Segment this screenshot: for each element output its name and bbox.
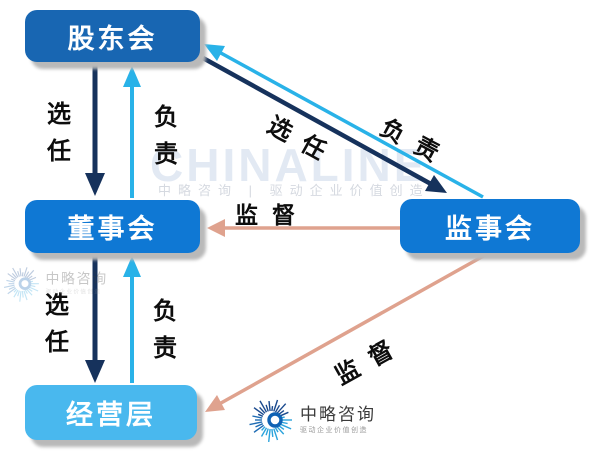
arrow-board-to-management [85, 255, 105, 383]
edge-label-report-management-board: 负责 [153, 298, 177, 362]
node-supervisory: 监事会 [400, 199, 580, 253]
arrow-supervisory-to-management [205, 252, 488, 412]
watermark-logo-text: 中略咨询 驱动企业价值创造 [45, 271, 107, 296]
edge-label-appoint-shareholders-board: 选任 [47, 101, 71, 165]
watermark-tagline-text: 中略咨询 | 驱动企业价值创造 [158, 183, 430, 198]
watermark-logo: 中略咨询 驱动企业价值创造 [2, 264, 108, 303]
company-logo: 中略咨询 驱动企业价值创造 [247, 396, 376, 444]
watermark-logo-tagline: 驱动企业价值创造 [45, 289, 102, 296]
arrow-supervisory-to-board [207, 219, 400, 237]
node-shareholders: 股东会 [25, 10, 200, 62]
company-logo-text: 中略咨询 驱动企业价值创造 [300, 405, 376, 435]
edge-label-supervise-supervisory-board: 监督 [235, 202, 309, 228]
arrow-supervisory-to-shareholders [204, 44, 484, 199]
arrow-board-to-shareholders [123, 66, 141, 198]
node-management: 经营层 [25, 385, 197, 440]
arrow-management-to-board [123, 256, 141, 383]
edge-label-report-board-shareholders: 负责 [154, 104, 178, 168]
watermark-brand-text: CHINALINE [150, 139, 428, 191]
edge-label-appoint-board-management: 选任 [45, 292, 69, 356]
company-logo-tagline: 驱动企业价值创造 [300, 427, 368, 434]
watermark-logo-name: 中略咨询 [45, 271, 108, 287]
logo-starburst-icon [249, 399, 292, 442]
arrow-shareholders-to-board [85, 63, 105, 196]
arrow-shareholders-to-supervisory [201, 56, 447, 193]
company-logo-name: 中略咨询 [300, 405, 376, 424]
logo-starburst-icon [3, 267, 39, 302]
node-board: 董事会 [25, 200, 200, 253]
